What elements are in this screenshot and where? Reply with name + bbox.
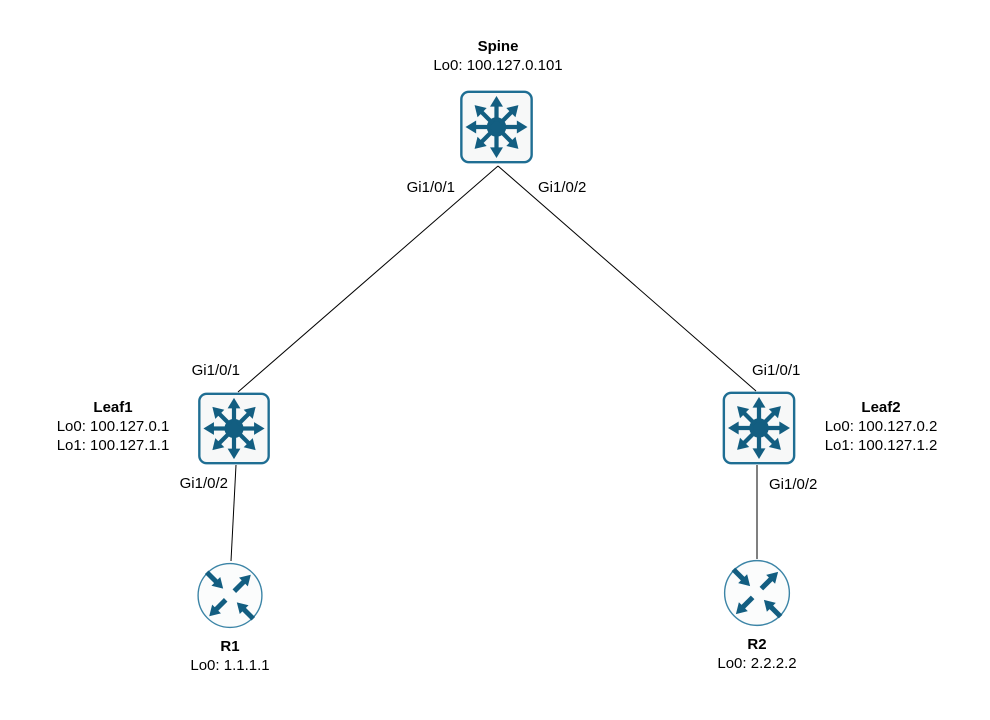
leaf1-multilayer-switch-icon bbox=[197, 392, 271, 465]
r2-router-icon bbox=[722, 558, 792, 628]
leaf2-loopback1: Lo1: 100.127.1.2 bbox=[824, 437, 938, 454]
r2-node-name: R2 bbox=[747, 636, 767, 653]
interface-label-leaf1-gi102: Gi1/0/2 bbox=[179, 475, 228, 492]
r1-node-name: R1 bbox=[220, 638, 240, 655]
link-spine-leaf2 bbox=[497, 165, 757, 392]
spine-loopback0: Lo0: 100.127.0.101 bbox=[433, 57, 563, 74]
interface-label-spine-gi102: Gi1/0/2 bbox=[538, 179, 587, 196]
interface-label-leaf2-gi101: Gi1/0/1 bbox=[752, 362, 801, 379]
leaf1-node-label: Leaf1 Lo0: 100.127.0.1 Lo1: 100.127.1.1 bbox=[13, 398, 213, 455]
r1-loopback0: Lo0: 1.1.1.1 bbox=[190, 657, 270, 674]
leaf1-node-name: Leaf1 bbox=[93, 399, 133, 416]
leaf1-loopback0: Lo0: 100.127.0.1 bbox=[56, 418, 170, 435]
link-leaf1-r1 bbox=[230, 464, 237, 562]
r1-router-icon bbox=[195, 561, 265, 630]
leaf2-multilayer-switch-icon bbox=[721, 391, 797, 465]
spine-node-label: Spine Lo0: 100.127.0.101 bbox=[377, 37, 619, 75]
r2-node-label: R2 Lo0: 2.2.2.2 bbox=[657, 635, 857, 673]
leaf2-node-label: Leaf2 Lo0: 100.127.0.2 Lo1: 100.127.1.2 bbox=[781, 398, 981, 455]
leaf2-loopback0: Lo0: 100.127.0.2 bbox=[824, 418, 938, 435]
spine-multilayer-switch-icon bbox=[458, 90, 535, 164]
leaf2-node-name: Leaf2 bbox=[861, 399, 901, 416]
interface-label-spine-gi101: Gi1/0/1 bbox=[406, 179, 455, 196]
interface-label-leaf2-gi102: Gi1/0/2 bbox=[769, 476, 818, 493]
r1-node-label: R1 Lo0: 1.1.1.1 bbox=[130, 637, 330, 675]
interface-label-leaf1-gi101: Gi1/0/1 bbox=[191, 362, 240, 379]
r2-loopback0: Lo0: 2.2.2.2 bbox=[717, 655, 797, 672]
leaf1-loopback1: Lo1: 100.127.1.1 bbox=[56, 437, 170, 454]
spine-node-name: Spine bbox=[477, 38, 519, 55]
link-spine-leaf1 bbox=[237, 165, 499, 393]
